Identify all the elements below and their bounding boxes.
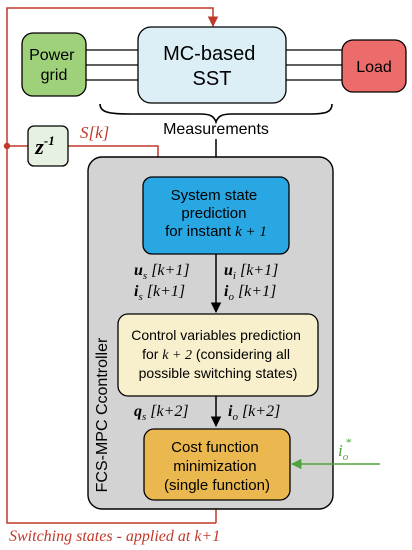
measurements-label: Measurements xyxy=(163,121,269,138)
reference-label: io* xyxy=(338,435,351,463)
delay-exponent: -1 xyxy=(44,133,55,148)
control-vars-block xyxy=(117,313,319,397)
system-state-label-3: for instant xyxy=(165,223,235,240)
svg-text:Power grid: Power grid xyxy=(29,47,79,84)
delay-z: z xyxy=(34,134,44,159)
cost-function-label-3: (single function) xyxy=(164,477,270,494)
system-state-label-2: prediction xyxy=(181,205,246,222)
power-grid-label-2: grid xyxy=(41,67,68,84)
load-label: Load xyxy=(356,59,392,76)
qs-label: qs [k+2] xyxy=(134,403,189,423)
us-label: us [k+1] xyxy=(134,262,190,282)
sst-block xyxy=(137,26,287,104)
cost-function-label-2: minimization xyxy=(173,458,256,475)
delay-block xyxy=(27,125,69,167)
control-vars-label-3: possible switching states) xyxy=(139,365,298,381)
io2-label: io [k+2] xyxy=(228,403,280,423)
sk-label: S[k] xyxy=(80,123,109,142)
power-grid-label-1: Power xyxy=(29,47,75,64)
junction-dot xyxy=(3,142,11,150)
cost-function-label-1: Cost function xyxy=(171,439,259,456)
svg-text:Control variables prediction: Control variables prediction for k + 2 (… xyxy=(131,327,305,381)
power-lines xyxy=(86,49,342,81)
measurements-brace xyxy=(99,103,333,125)
ui-label: ui [k+1] xyxy=(224,262,278,282)
is-label: is [k+1] xyxy=(134,283,185,303)
control-vars-label-2c: (considering all xyxy=(192,346,290,362)
cost-function-block xyxy=(143,428,291,501)
load-block xyxy=(341,39,407,93)
sst-label-1: MC-based xyxy=(163,43,255,65)
svg-text:z-1: z-1 xyxy=(34,133,54,159)
control-vars-label-2b: k + 2 xyxy=(162,348,192,363)
controller-label: FCS-MPC Ccontroller xyxy=(94,337,111,492)
io-label: io [k+1] xyxy=(224,283,276,303)
sst-label-2: SST xyxy=(193,68,232,90)
system-state-label-1: System state xyxy=(171,187,258,204)
system-state-var: k + 1 xyxy=(235,224,267,240)
svg-text:Cost function minimization: Cost function minimization (single funct… xyxy=(164,439,270,494)
control-vars-label-2a: for xyxy=(142,346,162,362)
svg-text:System state prediction: System state prediction for instant k + … xyxy=(165,187,267,240)
switching-states-label: Switching states - applied at k+1 xyxy=(9,528,220,545)
svg-text:MC-based SST: MC-based SST xyxy=(163,43,261,90)
control-vars-label-1: Control variables prediction xyxy=(131,327,301,343)
power-grid-block xyxy=(21,32,87,97)
